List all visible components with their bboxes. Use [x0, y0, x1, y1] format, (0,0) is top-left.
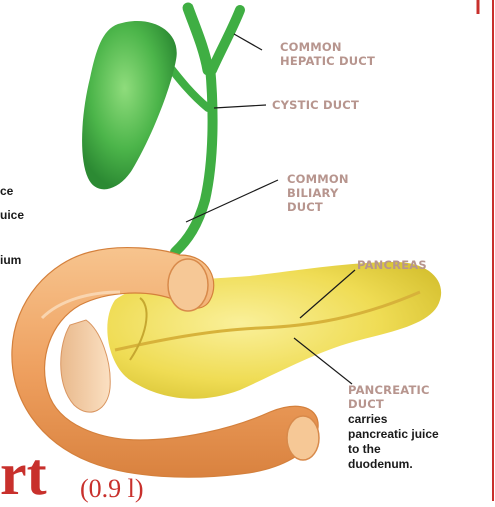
heading-fragment: rt — [0, 444, 47, 504]
label-cystic-duct: CYSTIC DUCT — [272, 98, 359, 112]
gallbladder — [82, 21, 177, 189]
left-text-fragment-1: ce — [0, 184, 13, 199]
pancreatic-duct-description: carries pancreatic juice to the duodenum… — [348, 412, 439, 472]
left-text-fragment-2: uice — [0, 208, 24, 223]
left-text-fragment-3: ium — [0, 253, 21, 268]
heading-fragment-small: (0.9 l) — [80, 476, 144, 502]
label-pancreas: PANCREAS — [357, 258, 427, 272]
duodenum-inner — [61, 320, 110, 412]
label-common-hepatic-duct: COMMON HEPATIC DUCT — [280, 40, 375, 68]
duodenum-opening-bottom — [287, 416, 319, 460]
bile-ducts — [175, 8, 240, 252]
duodenum-opening-top — [168, 259, 208, 311]
label-common-biliary-duct: COMMON BILIARY DUCT — [287, 172, 349, 214]
label-pancreatic-duct: PANCREATIC DUCT — [348, 383, 430, 411]
